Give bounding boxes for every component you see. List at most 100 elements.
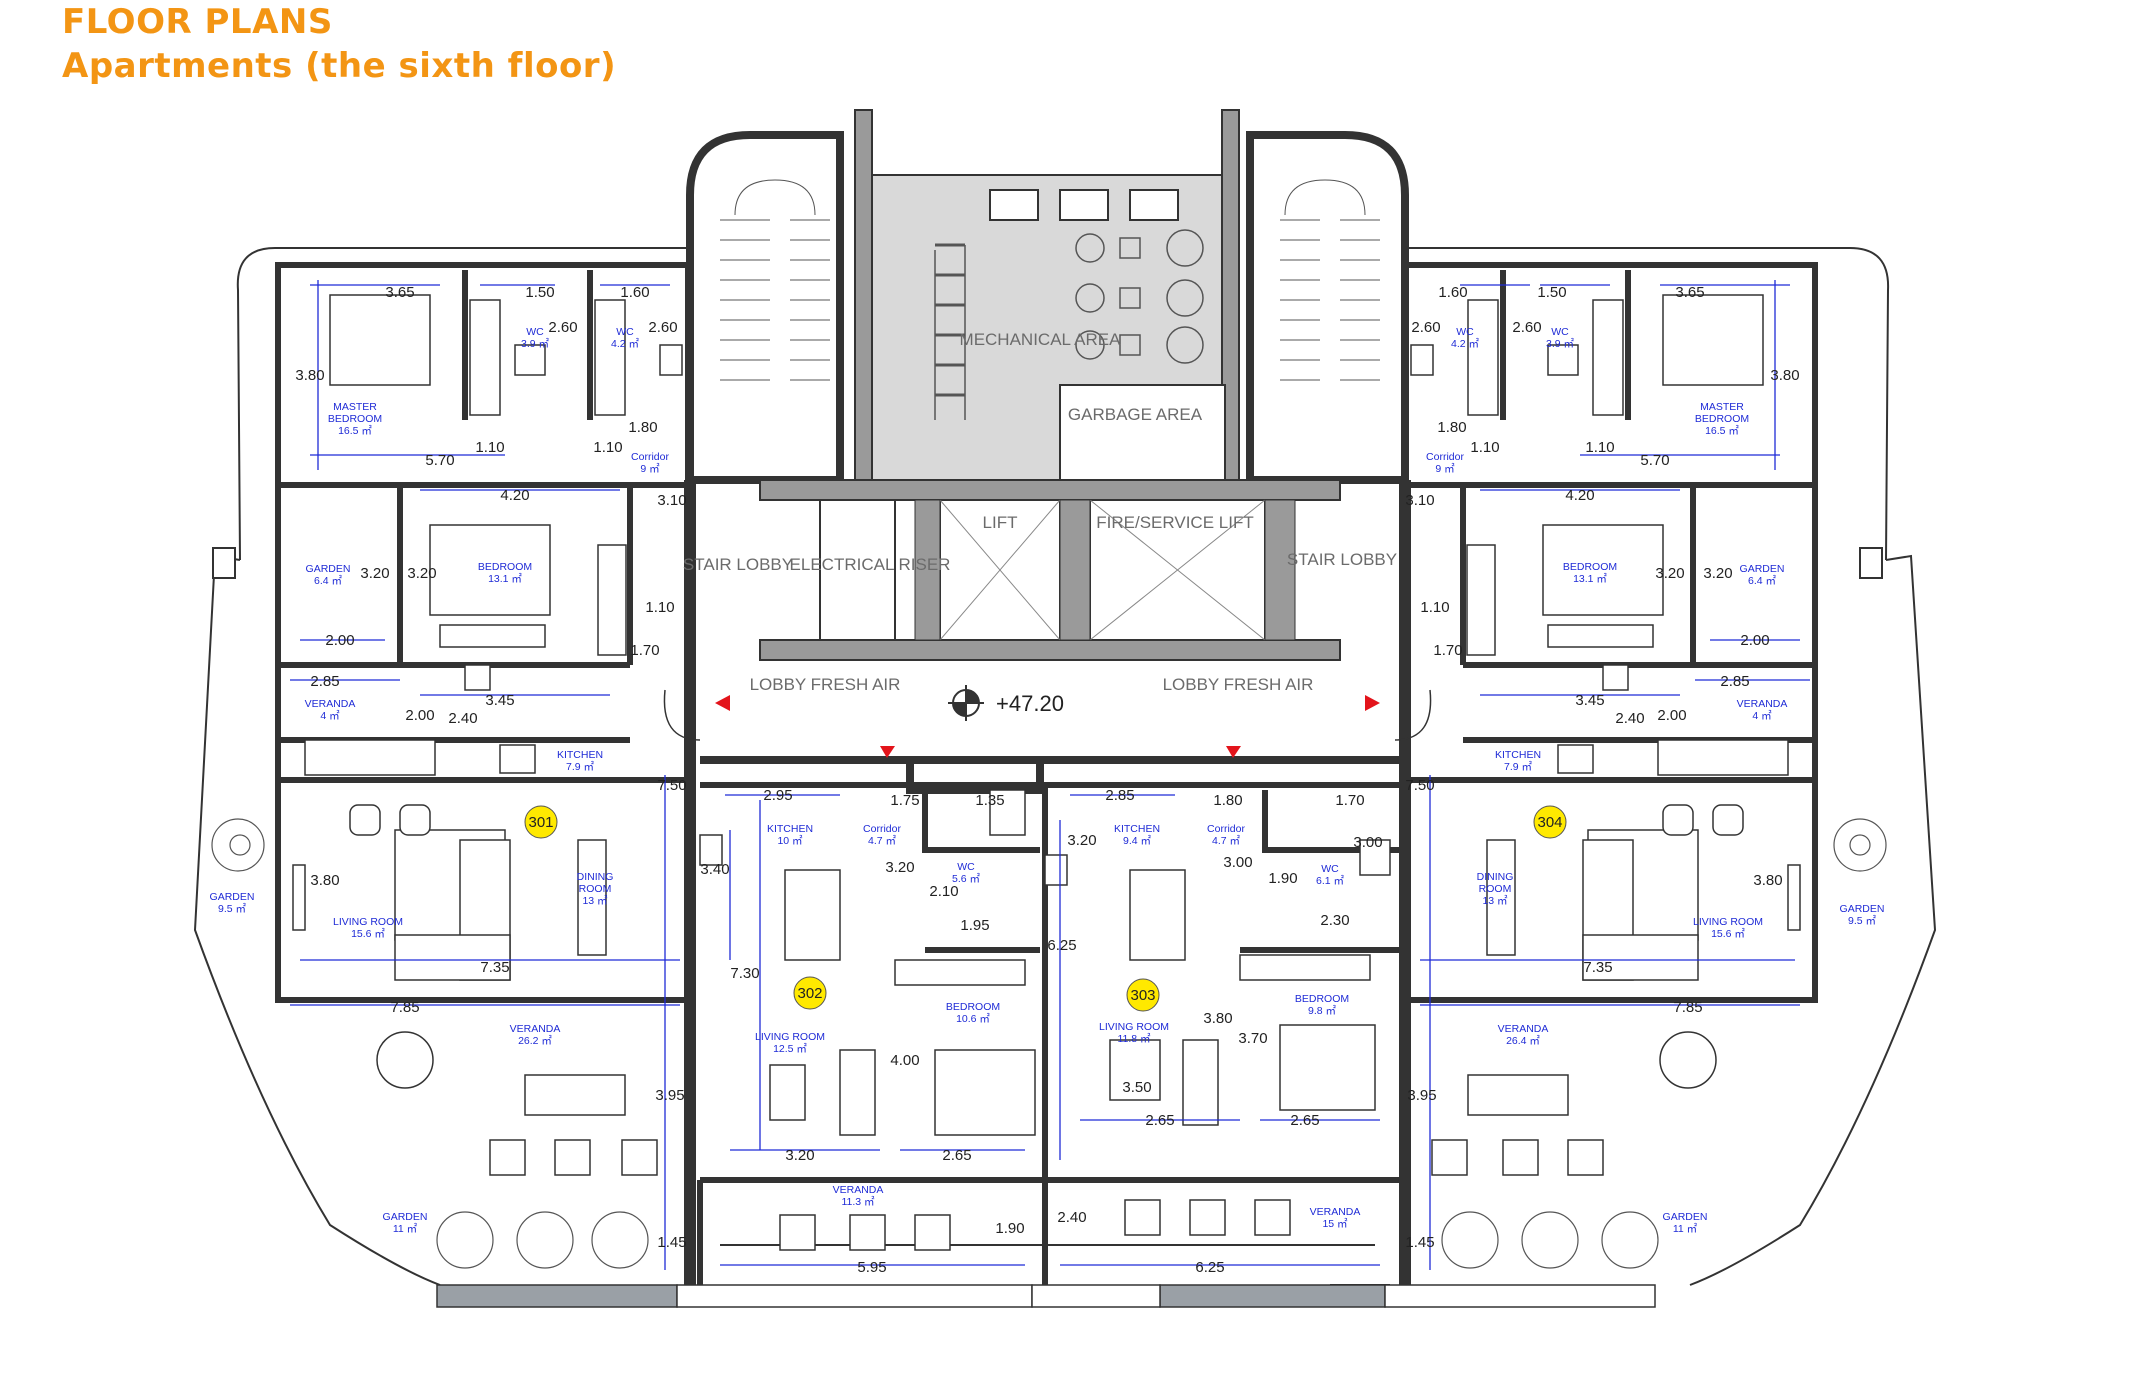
- dimension-d18: 2.85: [310, 673, 339, 690]
- room-label-line: 9 ㎡: [1435, 463, 1455, 475]
- dimension-d61: 2.60: [1512, 319, 1541, 336]
- apartment-301-fixtures: [292, 294, 683, 1176]
- room-label-line: KITCHEN: [767, 823, 813, 835]
- room-label-line: BEDROOM: [1563, 561, 1617, 573]
- room-label-line: 13 ㎡: [582, 895, 608, 907]
- room-label-line: 15.6 ㎡: [1711, 928, 1745, 940]
- mechanical-area-label: MECHANICAL AREA: [960, 330, 1122, 349]
- dimension-d39: 1.90: [995, 1220, 1024, 1237]
- room-label-line: 9.5 ㎡: [1848, 915, 1877, 927]
- apartment-304-walls: [1402, 262, 1818, 1003]
- dimension-d67: 3.10: [1405, 492, 1434, 509]
- dimension-d23: 3.80: [310, 872, 339, 889]
- apartment-302-303-walls: [697, 782, 1405, 1285]
- dimension-d3: 1.60: [620, 284, 649, 301]
- dimension-d44: 3.20: [1067, 832, 1096, 849]
- level-label: +47.20: [996, 691, 1064, 716]
- room-label-line: VERANDA: [305, 698, 356, 710]
- room-label-line: 11 ㎡: [1673, 1223, 1698, 1235]
- dimension-d11: 4.20: [500, 487, 529, 504]
- dimension-d47: 1.90: [1268, 870, 1297, 887]
- dimension-d82: 3.95: [1407, 1087, 1436, 1104]
- room-label-line: VERANDA: [1498, 1023, 1549, 1035]
- room-label-line: 13.1 ㎡: [1573, 573, 1607, 585]
- dimension-d73: 2.00: [1740, 632, 1769, 649]
- stair-lobby-left-label: STAIR LOBBY: [683, 555, 793, 574]
- page-subtitle: Apartments (the sixth floor): [62, 46, 617, 86]
- room-label-line: 13 ㎡: [1482, 895, 1508, 907]
- dimension-d28: 2.95: [763, 787, 792, 804]
- dimension-d45: 3.00: [1223, 854, 1252, 871]
- dimension-d76: 2.40: [1615, 710, 1644, 727]
- room-label-line: 16.5 ㎡: [1705, 425, 1739, 437]
- dimension-d2: 1.50: [525, 284, 554, 301]
- room-label-line: 15 ㎡: [1322, 1218, 1348, 1230]
- room-label-line: 5.6 ㎡: [952, 873, 981, 885]
- dimension-d50: 3.80: [1203, 1010, 1232, 1027]
- lobby-fresh-air-left-label: LOBBY FRESH AIR: [750, 675, 901, 694]
- room-label-line: LIVING ROOM: [755, 1031, 825, 1043]
- room-label-line: 11 ㎡: [393, 1223, 418, 1235]
- room-label-line: 16.5 ㎡: [338, 425, 372, 437]
- dimension-d74: 2.85: [1720, 673, 1749, 690]
- room-label-line: Corridor: [1426, 451, 1464, 463]
- room-label-line: LIVING ROOM: [1693, 916, 1763, 928]
- room-label-line: VERANDA: [510, 1023, 561, 1035]
- dimension-d22: 7.50: [657, 777, 686, 794]
- dimension-d16: 2.00: [325, 632, 354, 649]
- dimension-d80: 7.35: [1583, 959, 1612, 976]
- dimension-d27: 1.45: [657, 1234, 686, 1251]
- apartment-302-303-fixtures: [699, 789, 1391, 1251]
- room-label-line: 4 ㎡: [320, 710, 340, 722]
- room-label-line: WC: [1551, 326, 1569, 338]
- room-label-line: 4.7 ㎡: [1212, 835, 1241, 847]
- dimension-d70: 3.20: [1703, 565, 1732, 582]
- lobby-fresh-air-right-label: LOBBY FRESH AIR: [1163, 675, 1314, 694]
- room-label-line: 9.8 ㎡: [1308, 1005, 1337, 1017]
- page-title: FLOOR PLANS: [62, 2, 333, 42]
- dimension-d25: 7.85: [390, 999, 419, 1016]
- dimension-d72: 1.70: [1433, 642, 1462, 659]
- dimension-d79: 3.80: [1753, 872, 1782, 889]
- room-label-line: 9.5 ㎡: [218, 903, 247, 915]
- room-label-line: GARDEN: [1740, 563, 1785, 575]
- room-label-line: ROOM: [1479, 883, 1512, 895]
- garbage-area-label: GARBAGE AREA: [1068, 405, 1203, 424]
- apartment-301-walls: [275, 262, 691, 1003]
- room-label-line: Corridor: [863, 823, 901, 835]
- dimension-d13: 3.20: [360, 565, 389, 582]
- room-label-line: DINING: [1477, 871, 1514, 883]
- dimension-d48: 2.30: [1320, 912, 1349, 929]
- dimension-d60: 2.60: [1411, 319, 1440, 336]
- core-labels: MECHANICAL AREA GARBAGE AREA STAIR LOBBY…: [683, 330, 1397, 694]
- dimension-d37: 3.20: [785, 1147, 814, 1164]
- room-label-line: 10 ㎡: [777, 835, 803, 847]
- dimension-d55: 2.40: [1057, 1209, 1086, 1226]
- dimension-d19: 3.45: [485, 692, 514, 709]
- dimension-d24: 7.35: [480, 959, 509, 976]
- core: [663, 109, 1432, 1285]
- room-label-line: WC: [957, 861, 975, 873]
- room-label-line: 6.4 ㎡: [314, 575, 343, 587]
- room-label-line: 11.3 ㎡: [841, 1196, 875, 1208]
- dimension-d41: 2.85: [1105, 787, 1134, 804]
- dimension-d58: 1.50: [1537, 284, 1566, 301]
- room-label-line: VERANDA: [1737, 698, 1788, 710]
- unit-number-303: 303: [1130, 987, 1155, 1004]
